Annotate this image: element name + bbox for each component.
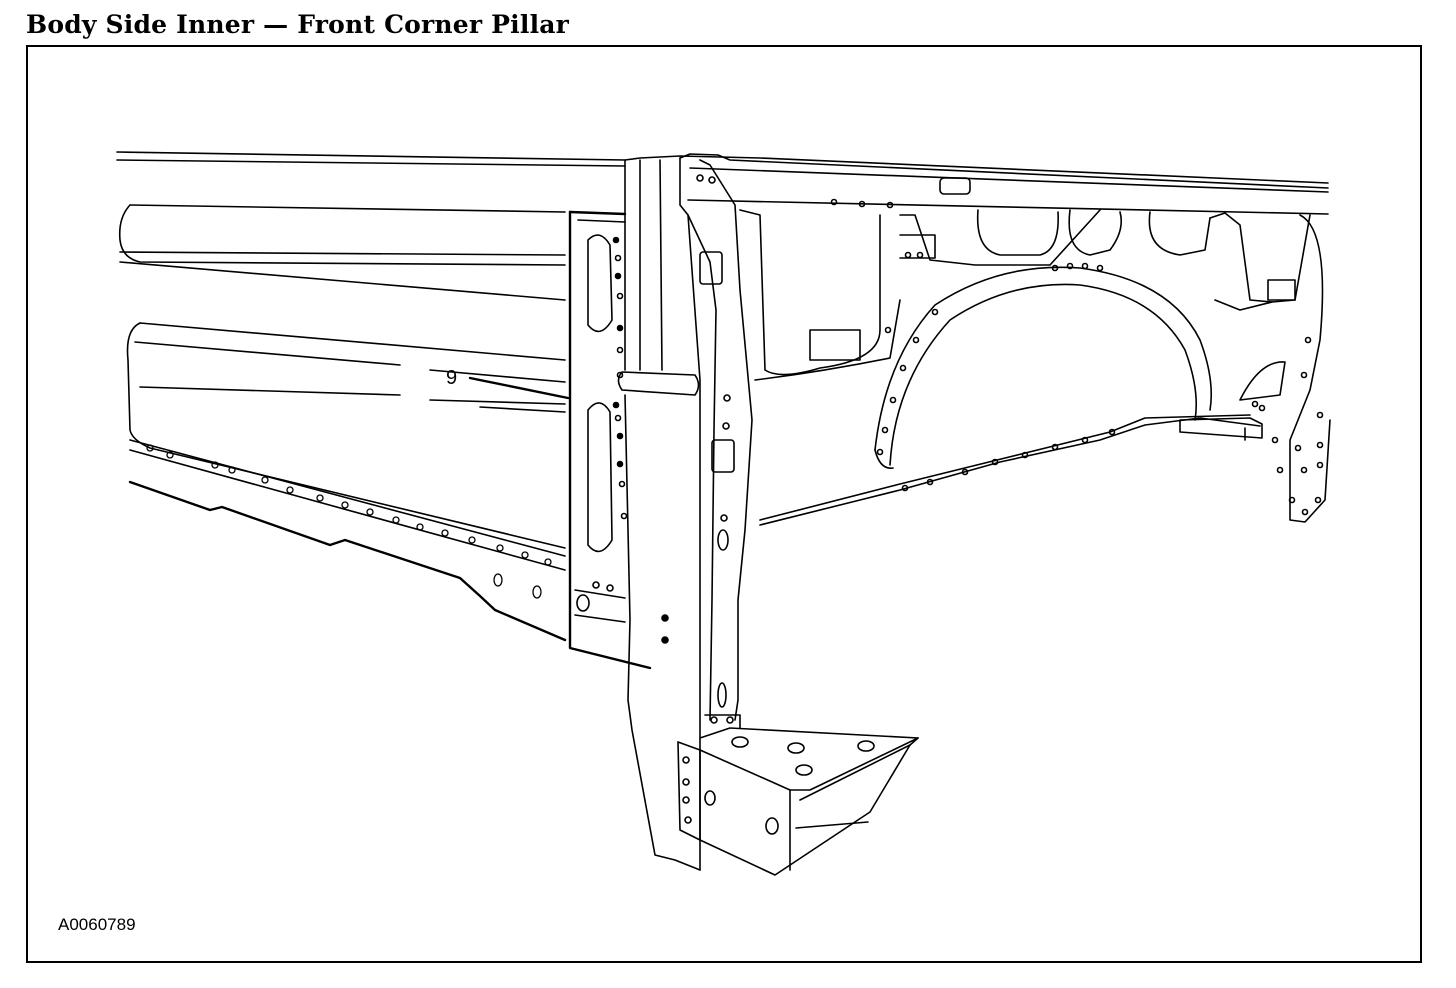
lower-side-panel xyxy=(126,322,566,557)
front-corner-pillar-reinforcement xyxy=(568,210,652,670)
corner-pillar xyxy=(617,157,753,871)
upper-side-panel xyxy=(118,204,566,301)
rocker-holes xyxy=(146,444,552,599)
figure-id: A0060789 xyxy=(58,915,136,934)
callout-9: 9 xyxy=(446,367,570,400)
figure-frame xyxy=(26,45,1422,963)
rocker-sill xyxy=(128,449,567,642)
figure-title: Body Side Inner — Front Corner Pillar xyxy=(26,10,570,39)
inner-panel-structure xyxy=(739,177,1331,523)
wheelhouse xyxy=(759,262,1263,526)
mounting-bracket xyxy=(677,714,919,876)
roof-rail xyxy=(116,151,1329,215)
callout-label-9: 9 xyxy=(446,367,457,389)
